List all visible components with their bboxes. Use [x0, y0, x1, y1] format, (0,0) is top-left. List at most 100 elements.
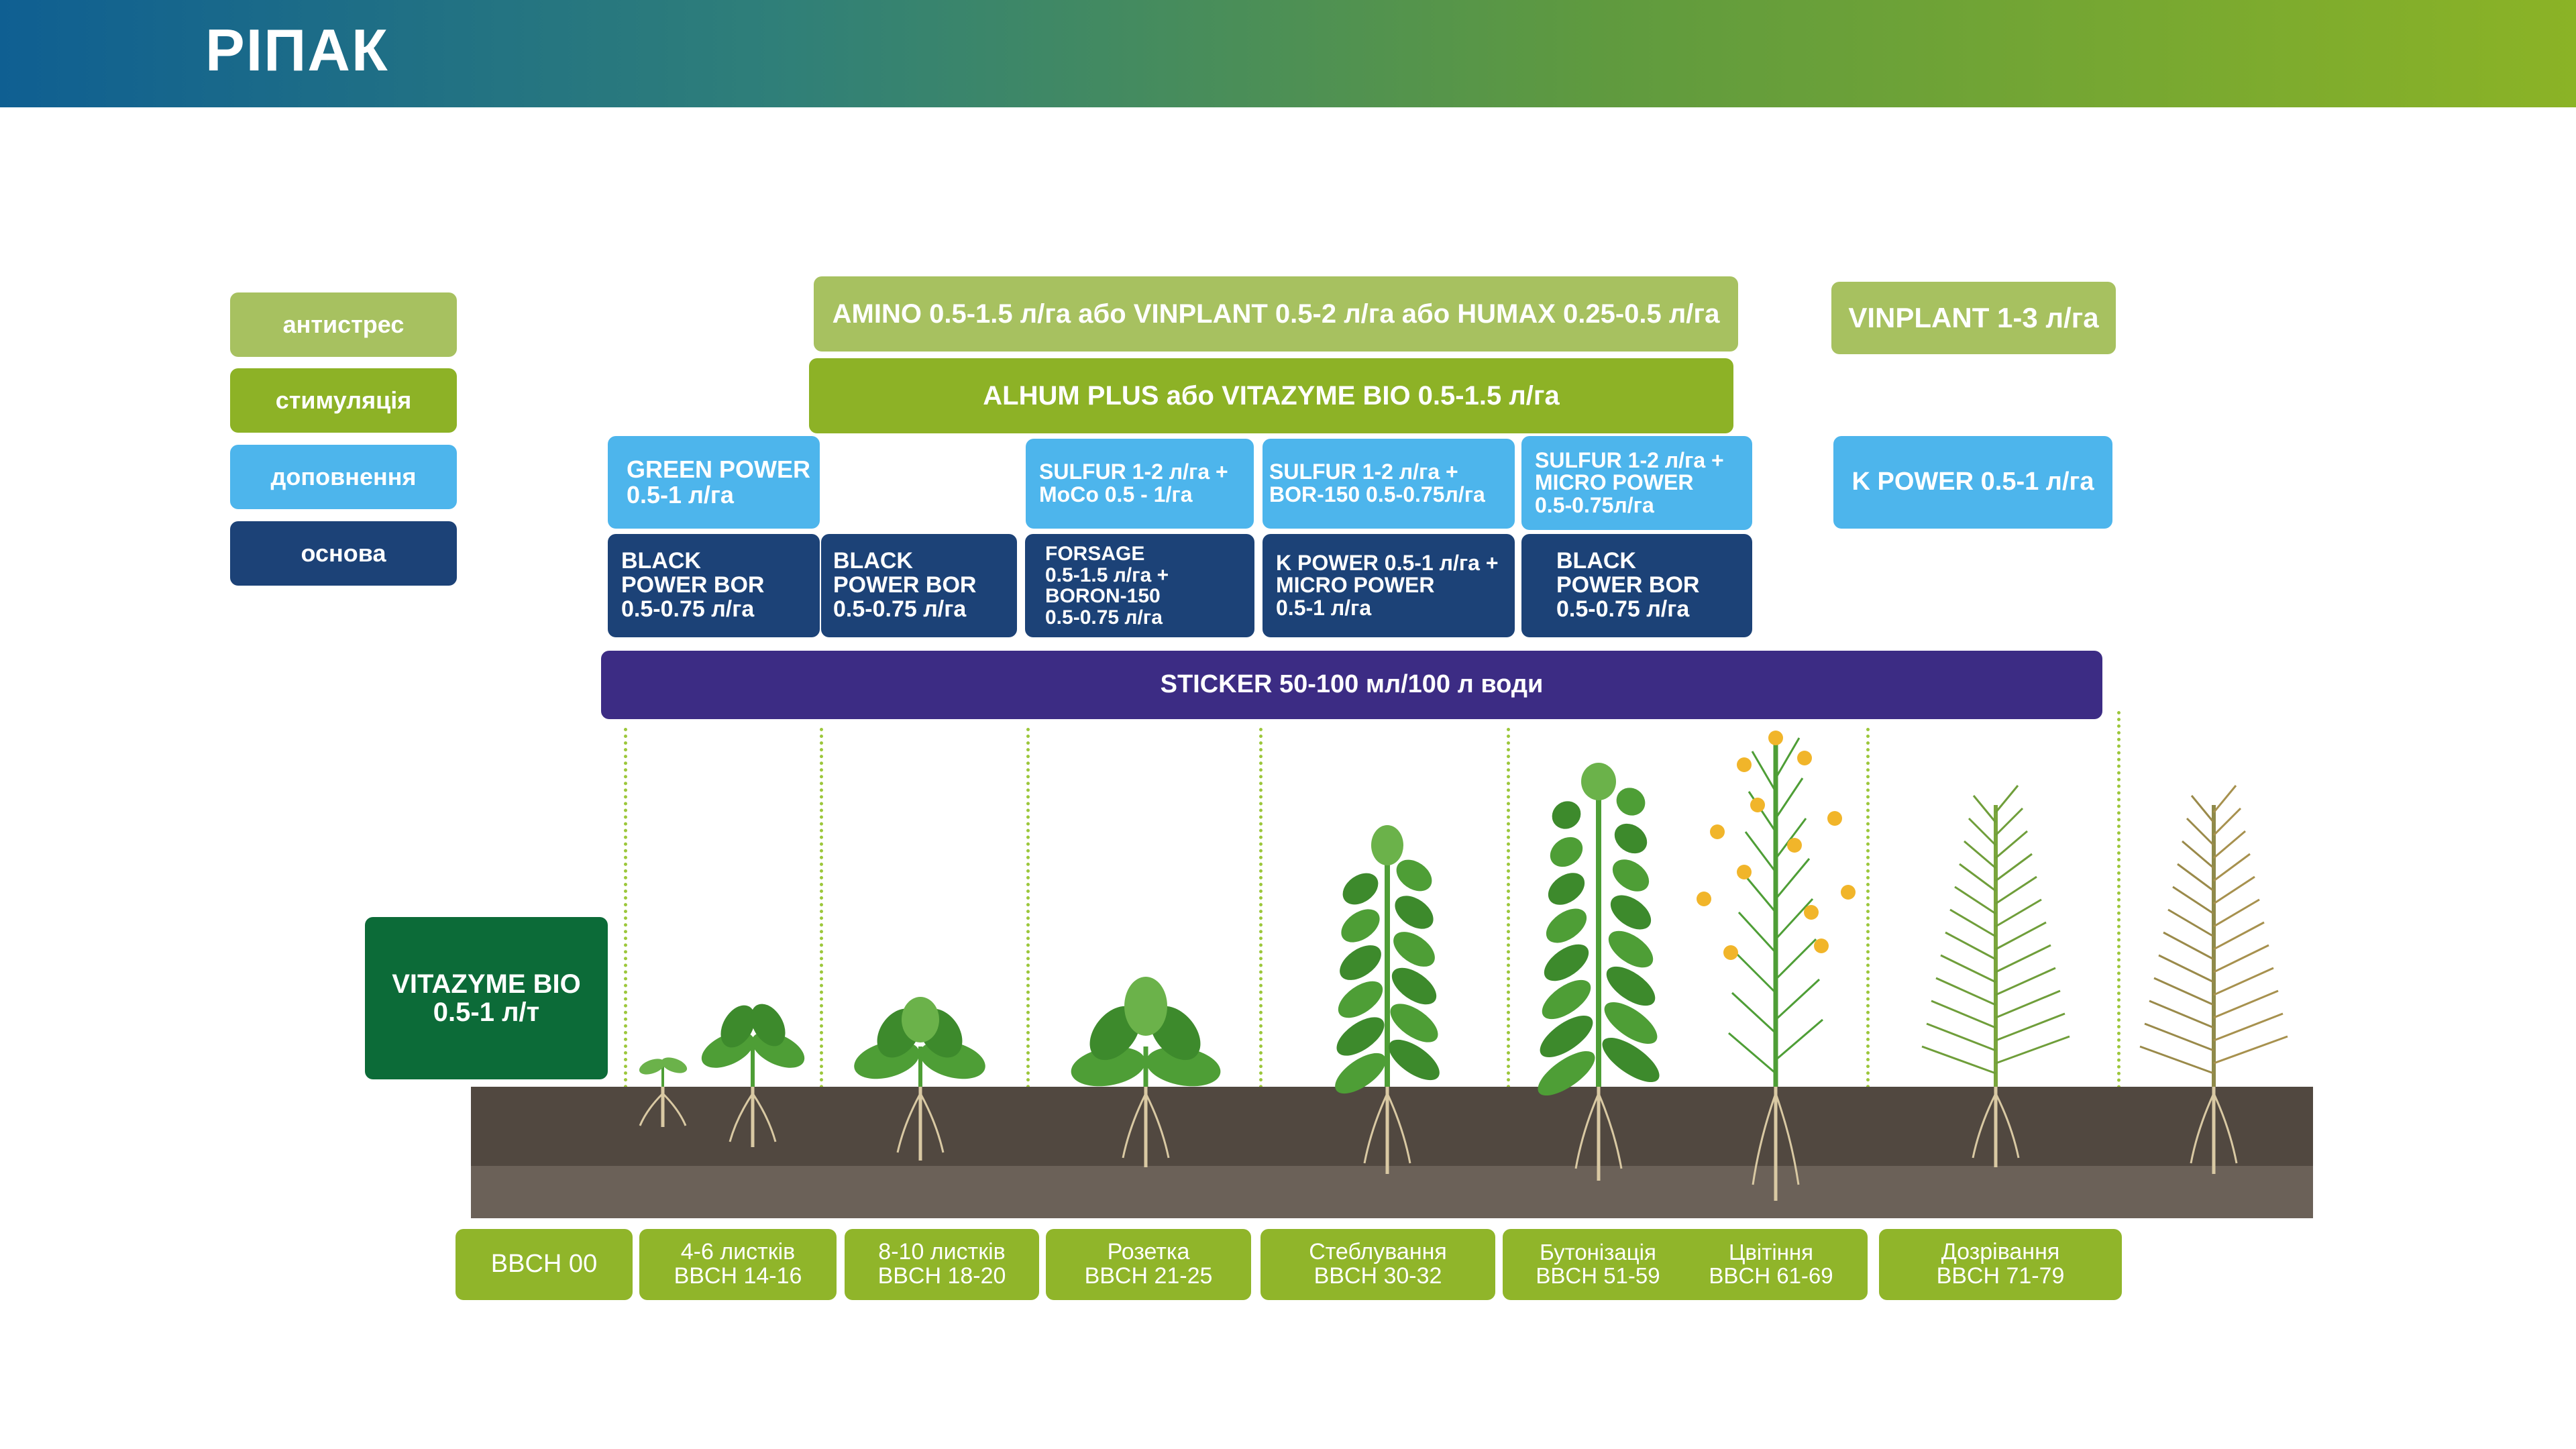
stage-bbch-51-69-group — [1503, 1229, 1868, 1300]
root-icon — [729, 1093, 754, 1142]
stage-divider-line — [624, 728, 627, 1122]
leaf-icon — [1341, 909, 1380, 943]
header-banner: РІПАК — [0, 0, 2576, 107]
pod-branch-icon — [1926, 1022, 1996, 1052]
branch-icon — [1774, 858, 1811, 900]
pod-branch-icon — [2190, 795, 2215, 823]
leaf-icon — [1395, 896, 1434, 929]
flower-icon — [1804, 905, 1819, 920]
leaf-icon — [902, 997, 939, 1042]
root-icon — [1752, 1093, 1777, 1185]
root-icon — [2190, 1093, 2215, 1164]
pod-branch-icon — [1995, 921, 2047, 951]
pod-branch-icon — [1940, 954, 1996, 983]
flower-icon — [1723, 945, 1738, 960]
root-icon — [919, 1093, 945, 1153]
pod-branch-icon — [2213, 875, 2255, 905]
branch-icon — [1741, 871, 1777, 913]
stage-divider-line — [1259, 728, 1263, 1122]
leaf-icon — [1389, 1039, 1440, 1081]
leaf-icon — [1606, 966, 1656, 1006]
base-forsage-boron: FORSAGE 0.5-1.5 л/га + BORON-150 0.5-0.7… — [1025, 534, 1254, 637]
pod-branch-icon — [2213, 898, 2260, 928]
pod-branch-icon — [1959, 863, 1996, 892]
leaf-icon — [1546, 908, 1587, 943]
flower-icon — [1710, 824, 1725, 839]
sticker-treatment-bar: STICKER 50-100 мл/100 л води — [601, 651, 2102, 719]
leaf-icon — [1610, 895, 1652, 930]
pod-branch-icon — [1995, 967, 2056, 996]
stage-bbch-21-25: Розетка BBCH 21-25 — [1046, 1229, 1251, 1300]
stage-divider-line — [1026, 728, 1030, 1122]
root-icon — [1972, 1093, 1997, 1159]
stage-bbch-51-59: Бутонізація BBCH 51-59 — [1536, 1240, 1660, 1288]
root-icon — [2212, 1093, 2238, 1164]
pod-branch-icon — [1964, 840, 1996, 869]
branch-icon — [1774, 938, 1817, 981]
root-icon — [639, 1092, 664, 1126]
pod-branch-icon — [1972, 795, 1997, 823]
amino-treatment-bar: AMINO 0.5-1.5 л/га або VINPLANT 0.5-2 л/… — [814, 276, 1738, 352]
branch-icon — [1744, 831, 1777, 873]
stage-divider-line — [820, 728, 823, 1122]
flower-icon — [1814, 938, 1829, 953]
flower-icon — [1750, 798, 1765, 812]
flower-icon — [1841, 885, 1856, 900]
pod-branch-icon — [1995, 989, 2061, 1019]
root-icon — [896, 1093, 922, 1153]
alhum-treatment-bar: ALHUM PLUS або VITAZYME BIO 0.5-1.5 л/га — [809, 358, 1733, 433]
stage-bbch-30-32: Стеблування BBCH 30-32 — [1260, 1229, 1495, 1300]
stage-divider-line — [1866, 728, 1870, 1122]
stage-bbch-14-16: 4-6 листків BBCH 14-16 — [639, 1229, 837, 1300]
branch-icon — [1774, 978, 1821, 1021]
branch-icon — [1774, 898, 1814, 941]
branch-icon — [1774, 818, 1807, 859]
root-icon — [1574, 1093, 1600, 1169]
flower-icon — [1737, 865, 1752, 879]
pod-branch-icon — [1995, 875, 2037, 905]
pod-branch-icon — [1968, 817, 1997, 847]
leaf-icon — [1371, 825, 1403, 865]
pod-branch-icon — [2213, 830, 2246, 859]
stage-bbch-71-79: Дозрівання BBCH 71-79 — [1879, 1229, 2122, 1300]
supplement-sulfur-moco: SULFUR 1-2 л/га + MoCo 0.5 - 1/га — [1026, 439, 1254, 529]
branch-icon — [1748, 791, 1777, 833]
leaf-icon — [1390, 1004, 1438, 1042]
pod-branch-icon — [1995, 898, 2042, 928]
pod-branch-icon — [2163, 931, 2214, 961]
pod-branch-icon — [1931, 1000, 1996, 1029]
flower-icon — [1737, 757, 1752, 772]
pod-branch-icon — [2186, 817, 2215, 847]
pod-branch-icon — [2212, 785, 2237, 813]
root-icon — [1994, 1093, 2020, 1159]
leaf-icon — [1542, 979, 1591, 1020]
base-black-power-bor-1: BLACK POWER BOR 0.5-0.75 л/га — [608, 534, 820, 637]
leaf-icon — [720, 1005, 755, 1048]
branch-icon — [1775, 1018, 1823, 1061]
pod-branch-icon — [2182, 840, 2214, 869]
soil-bottom-layer — [471, 1166, 2313, 1218]
pod-branch-icon — [1995, 853, 2033, 882]
pod-branch-icon — [1994, 785, 2019, 813]
pod-branch-icon — [1954, 885, 1996, 915]
flower-icon — [1697, 892, 1711, 906]
leaf-icon — [1544, 944, 1589, 981]
pod-branch-icon — [2177, 863, 2214, 892]
stage-divider-line — [2117, 711, 2121, 1122]
root-icon — [1774, 1093, 1800, 1185]
leaf-icon — [751, 1004, 786, 1046]
leaf-icon — [1340, 945, 1381, 980]
branch-icon — [1774, 777, 1804, 819]
root-icon — [1144, 1093, 1170, 1159]
pod-branch-icon — [1945, 931, 1996, 961]
leaf-icon — [1552, 801, 1581, 829]
stage-bbch-61-69: Цвітіння BBCH 61-69 — [1709, 1240, 1833, 1288]
root-icon — [661, 1092, 687, 1126]
stage-bbch-00: BBCH 00 — [455, 1229, 633, 1300]
leaf-icon — [1071, 1046, 1146, 1087]
leaf-icon — [1538, 1051, 1595, 1096]
leaf-icon — [1604, 1002, 1658, 1044]
pod-branch-icon — [2213, 1035, 2288, 1065]
leaf-icon — [1540, 1015, 1593, 1058]
leaf-icon — [639, 1059, 665, 1075]
